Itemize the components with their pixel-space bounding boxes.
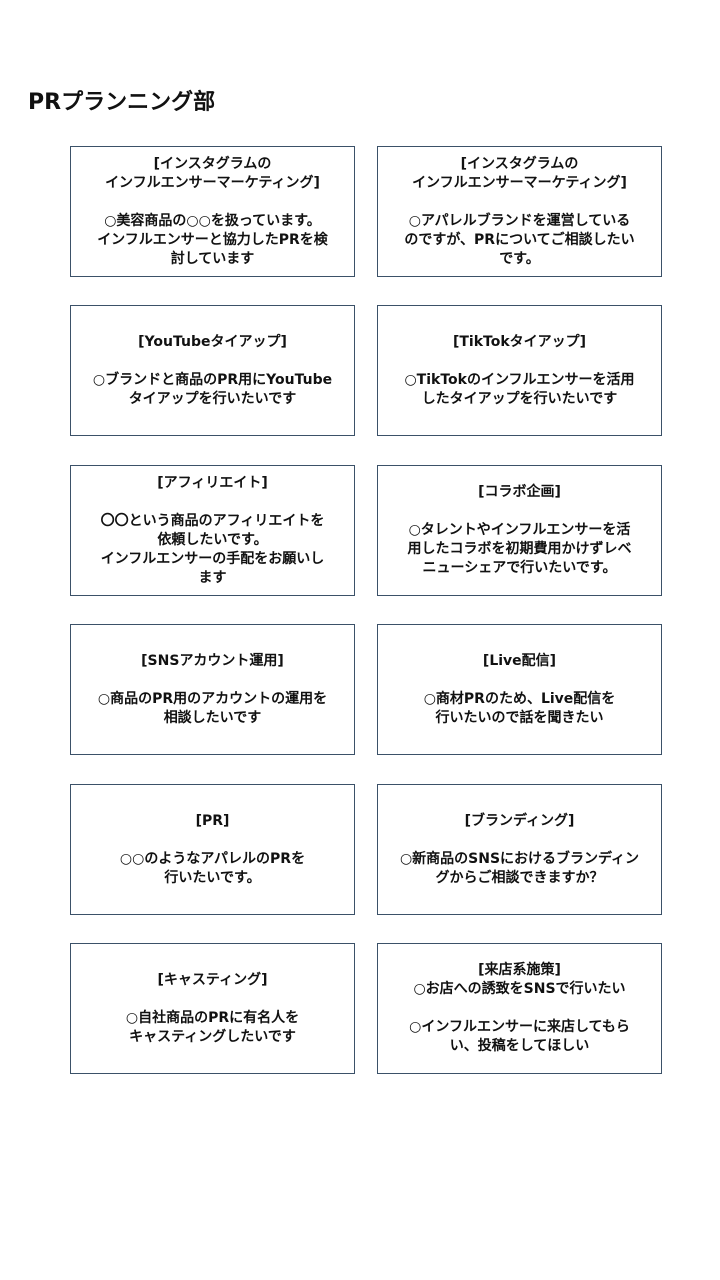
card-affiliate[interactable]: [アフィリエイト] 〇〇という商品のアフィリエイトを 依頼したいです。 インフル… [70,465,355,596]
page-title: PRプランニング部 [28,90,216,115]
card-title: [インスタグラムの インフルエンサーマーケティング] [412,155,627,191]
card-instagram-apparel[interactable]: [インスタグラムの インフルエンサーマーケティング] ○アパレルブランドを運営し… [377,146,662,277]
card-title: [来店系施策] ○お店への誘致をSNSで行いたい [413,962,626,997]
card-title: [インスタグラムの インフルエンサーマーケティング] [105,155,320,191]
card-body: ○商品のPR用のアカウントの運用を 相談したいです [97,690,328,726]
card-title: [アフィリエイト] [157,474,268,491]
card-branding[interactable]: [ブランディング] ○新商品のSNSにおけるブランディン グからご相談できますか… [377,784,662,915]
card-title: [SNSアカウント運用] [141,652,284,669]
card-tiktok-tieup[interactable]: [TikTokタイアップ] ○TikTokのインフルエンサーを活用 したタイアッ… [377,305,662,436]
card-title: [PR] [195,812,230,829]
card-title: [キャスティング] [157,971,268,988]
card-title: [コラボ企画] [478,484,561,500]
card-title: [ブランディング] [464,812,575,829]
card-live-stream[interactable]: [Live配信] ○商材PRのため、Live配信を 行いたいので話を聞きたい [377,624,662,755]
card-casting[interactable]: [キャスティング] ○自社商品のPRに有名人を キャスティングしたいです [70,943,355,1074]
card-title: [Live配信] [482,652,557,669]
card-instagram-beauty[interactable]: [インスタグラムの インフルエンサーマーケティング] ○美容商品の○○を扱ってい… [70,146,355,277]
card-body: ○自社商品のPRに有名人を キャスティングしたいです [125,1009,300,1045]
card-pr[interactable]: [PR] ○○のようなアパレルのPRを 行いたいです。 [70,784,355,915]
card-body: ○TikTokのインフルエンサーを活用 したタイアップを行いたいです [404,371,635,407]
card-body: ○新商品のSNSにおけるブランディン グからご相談できますか？ [399,850,640,886]
card-body: ○美容商品の○○を扱っています。 インフルエンサーと協力したPRを検 討していま… [97,212,328,267]
card-store-visit[interactable]: [来店系施策] ○お店への誘致をSNSで行いたい ○インフルエンサーに来店しても… [377,943,662,1074]
card-body: ○○のようなアパレルのPRを 行いたいです。 [119,850,306,886]
card-body: ○インフルエンサーに来店してもら い、投稿をしてほしい [409,1019,630,1054]
card-body: ○商材PRのため、Live配信を 行いたいので話を聞きたい [423,690,616,726]
card-body: 〇〇という商品のアフィリエイトを 依頼したいです。 インフルエンサーの手配をお願… [100,512,325,586]
card-title: [TikTokタイアップ] [452,333,587,350]
card-body: ○ブランドと商品のPR用にYouTube タイアップを行いたいです [92,371,333,407]
card-body: ○アパレルブランドを運営している のですが、PRについてご相談したい です。 [404,212,635,267]
card-sns-account[interactable]: [SNSアカウント運用] ○商品のPR用のアカウントの運用を 相談したいです [70,624,355,755]
card-youtube-tieup[interactable]: [YouTubeタイアップ] ○ブランドと商品のPR用にYouTube タイアッ… [70,305,355,436]
card-collab[interactable]: [コラボ企画] ○タレントやインフルエンサーを活 用したコラボを初期費用かけずレ… [377,465,662,596]
card-body: ○タレントやインフルエンサーを活 用したコラボを初期費用かけずレベ ニューシェア… [407,522,632,576]
card-title: [YouTubeタイアップ] [138,333,287,350]
